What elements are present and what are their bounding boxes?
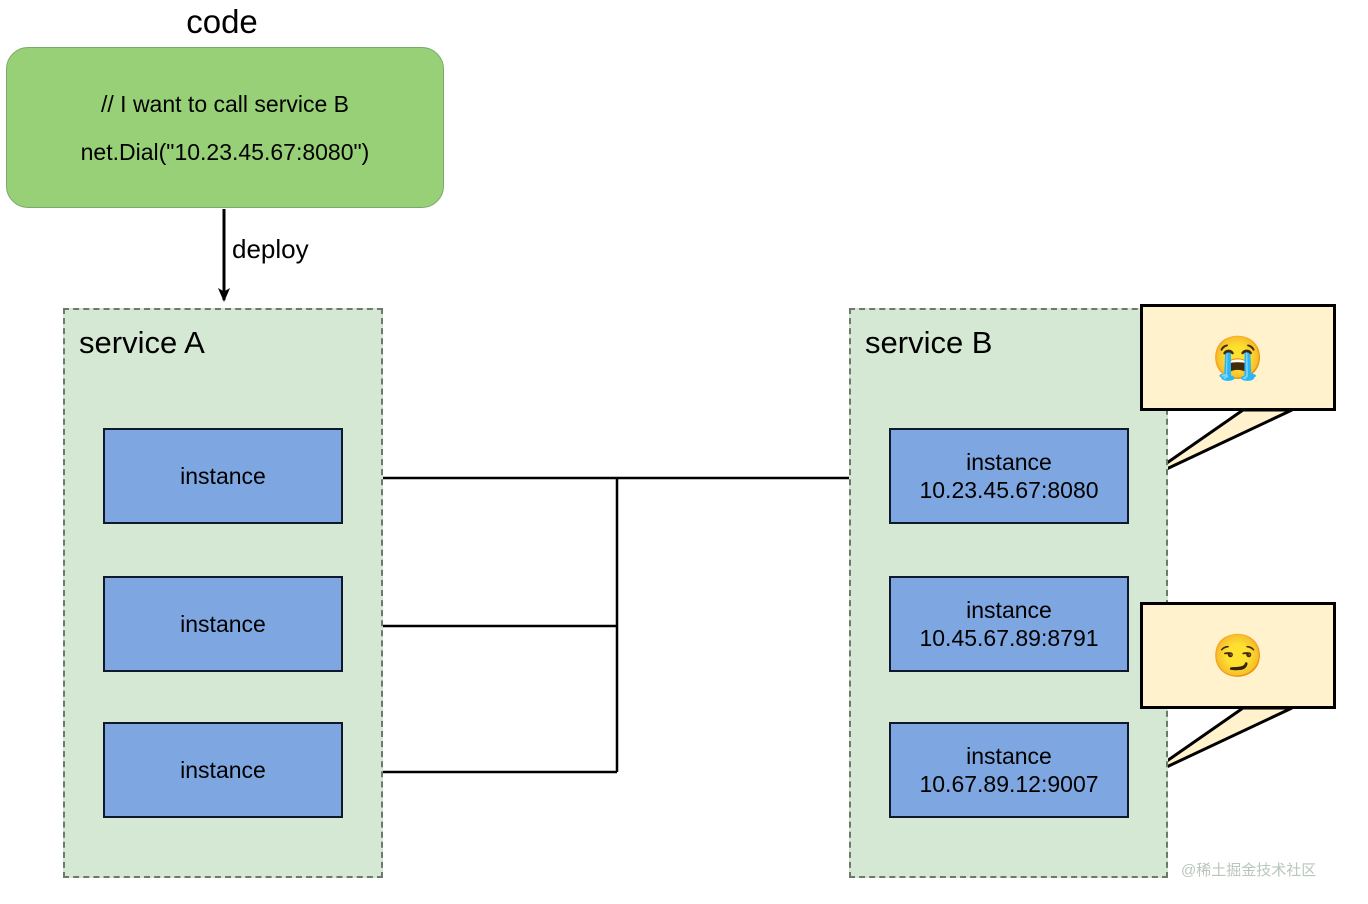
smirking-face-icon: 😏: [1211, 631, 1265, 679]
instance-label: instance: [966, 597, 1052, 623]
code-call-line: net.Dial("10.23.45.67:8080"): [80, 138, 370, 165]
service-b-instance-3: instance 10.67.89.12:9007: [889, 722, 1129, 818]
code-snippet-box: // I want to call service B net.Dial("10…: [6, 47, 444, 208]
instance-label: instance: [966, 449, 1052, 475]
instance-label: instance: [180, 463, 266, 489]
service-a-instance-2: instance: [103, 576, 343, 672]
deploy-edge-label: deploy: [232, 234, 309, 264]
service-a-instance-3: instance: [103, 722, 343, 818]
service-b-instance-1: instance 10.23.45.67:8080: [889, 428, 1129, 524]
loudly-crying-face-icon: 😭: [1211, 333, 1265, 381]
service-a-title: service A: [79, 325, 205, 360]
instance-address: 10.67.89.12:9007: [919, 771, 1099, 797]
instance-label: instance: [966, 743, 1052, 769]
service-b-title: service B: [865, 325, 993, 360]
instance-address: 10.23.45.67:8080: [919, 477, 1099, 503]
code-title: code: [186, 3, 258, 40]
service-b-instance-2: instance 10.45.67.89:8791: [889, 576, 1129, 672]
code-comment-line: // I want to call service B: [101, 90, 349, 117]
instance-address: 10.45.67.89:8791: [919, 625, 1099, 651]
callout-crying-bubble: 😭: [1140, 304, 1336, 411]
watermark: @稀土掘金技术社区: [1181, 862, 1317, 879]
service-a-instance-1: instance: [103, 428, 343, 524]
callout-smirking-bubble: 😏: [1140, 602, 1336, 709]
instance-label: instance: [180, 757, 266, 783]
instance-label: instance: [180, 611, 266, 637]
